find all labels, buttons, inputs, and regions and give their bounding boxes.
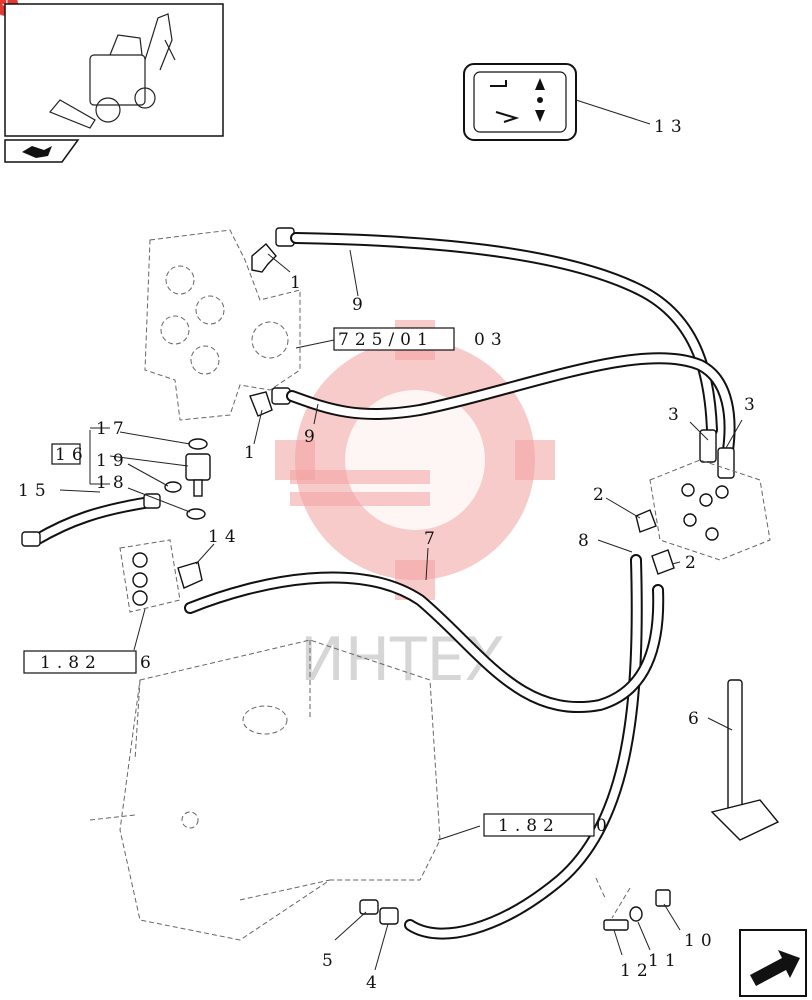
bolt: [603, 919, 629, 931]
callout-1: 1: [244, 443, 261, 463]
washer: [629, 906, 643, 922]
watermark-gear-icon: [275, 320, 555, 600]
callout-16: 16: [55, 445, 89, 465]
tank-frame: [89, 639, 441, 941]
page-turn-icon: [22, 146, 52, 158]
hose-9-lower: [286, 352, 736, 456]
thumbnail-frame[interactable]: [4, 3, 224, 137]
hose-15: [21, 493, 161, 547]
straight-fitting: [699, 429, 717, 463]
control-decal-icon: [463, 63, 577, 141]
callout-4: 4: [366, 973, 383, 993]
next-page-arrow-icon: [750, 950, 800, 986]
reference-725-01[interactable]: 725/01 03: [333, 327, 508, 351]
hose-8: [404, 554, 643, 940]
next-page-button[interactable]: [739, 929, 807, 997]
callout-17: 17: [96, 419, 130, 439]
elbow-fitting: [249, 387, 291, 417]
svg-text:725/01: 725/01: [338, 330, 434, 350]
loader-valve-block: [119, 539, 181, 613]
callout-18: 18: [96, 473, 130, 493]
callout-13: 13: [654, 117, 688, 137]
straight-fitting: [717, 447, 735, 479]
callout-11: 11: [648, 951, 682, 971]
leader-lines: [59, 249, 743, 971]
callout-9: 9: [304, 427, 321, 447]
svg-text:1.82: 1.82: [40, 653, 102, 673]
callout-6: 6: [688, 709, 705, 729]
callout-10: 10: [684, 931, 718, 951]
svg-text:6: 6: [140, 653, 157, 673]
nav-tab[interactable]: [4, 139, 80, 163]
reference-1-82-0[interactable]: 1.82 0: [483, 813, 613, 837]
callout-2: 2: [593, 485, 610, 505]
svg-text:03: 03: [474, 330, 508, 350]
callout-19: 19: [96, 451, 130, 471]
elbow-fitting: [177, 561, 203, 589]
adapter-fitting: [379, 907, 399, 925]
auxiliary-valve-block: [649, 459, 771, 561]
control-valve-body: [144, 229, 301, 421]
callout-16-box: 16: [51, 443, 89, 465]
callout-12: 12: [620, 961, 654, 981]
callout-2: 2: [685, 553, 702, 573]
callout-5: 5: [322, 951, 339, 971]
support-bracket: [710, 679, 780, 841]
elbow-fitting: [251, 227, 295, 273]
callout-7: 7: [424, 529, 441, 549]
tee-fitting: [164, 438, 211, 520]
callout-3: 3: [668, 405, 685, 425]
callout-3: 3: [744, 395, 761, 415]
callout-9: 9: [352, 295, 369, 315]
callout-14: 14: [208, 527, 242, 547]
svg-text:1.82: 1.82: [498, 816, 560, 836]
adapter-fitting: [359, 899, 379, 915]
hose-7: [184, 571, 665, 713]
elbow-fitting: [635, 509, 657, 533]
callout-15: 15: [18, 481, 52, 501]
callout-8: 8: [578, 531, 595, 551]
watermark-text: ИНТЕХ: [300, 625, 506, 695]
reference-1-82-6[interactable]: 1.82 6: [23, 650, 157, 674]
backhoe-loader-icon: [49, 13, 176, 129]
elbow-fitting: [651, 549, 675, 575]
svg-text:0: 0: [596, 816, 613, 836]
callout-1: 1: [290, 273, 307, 293]
clamp-plate: [655, 889, 671, 907]
